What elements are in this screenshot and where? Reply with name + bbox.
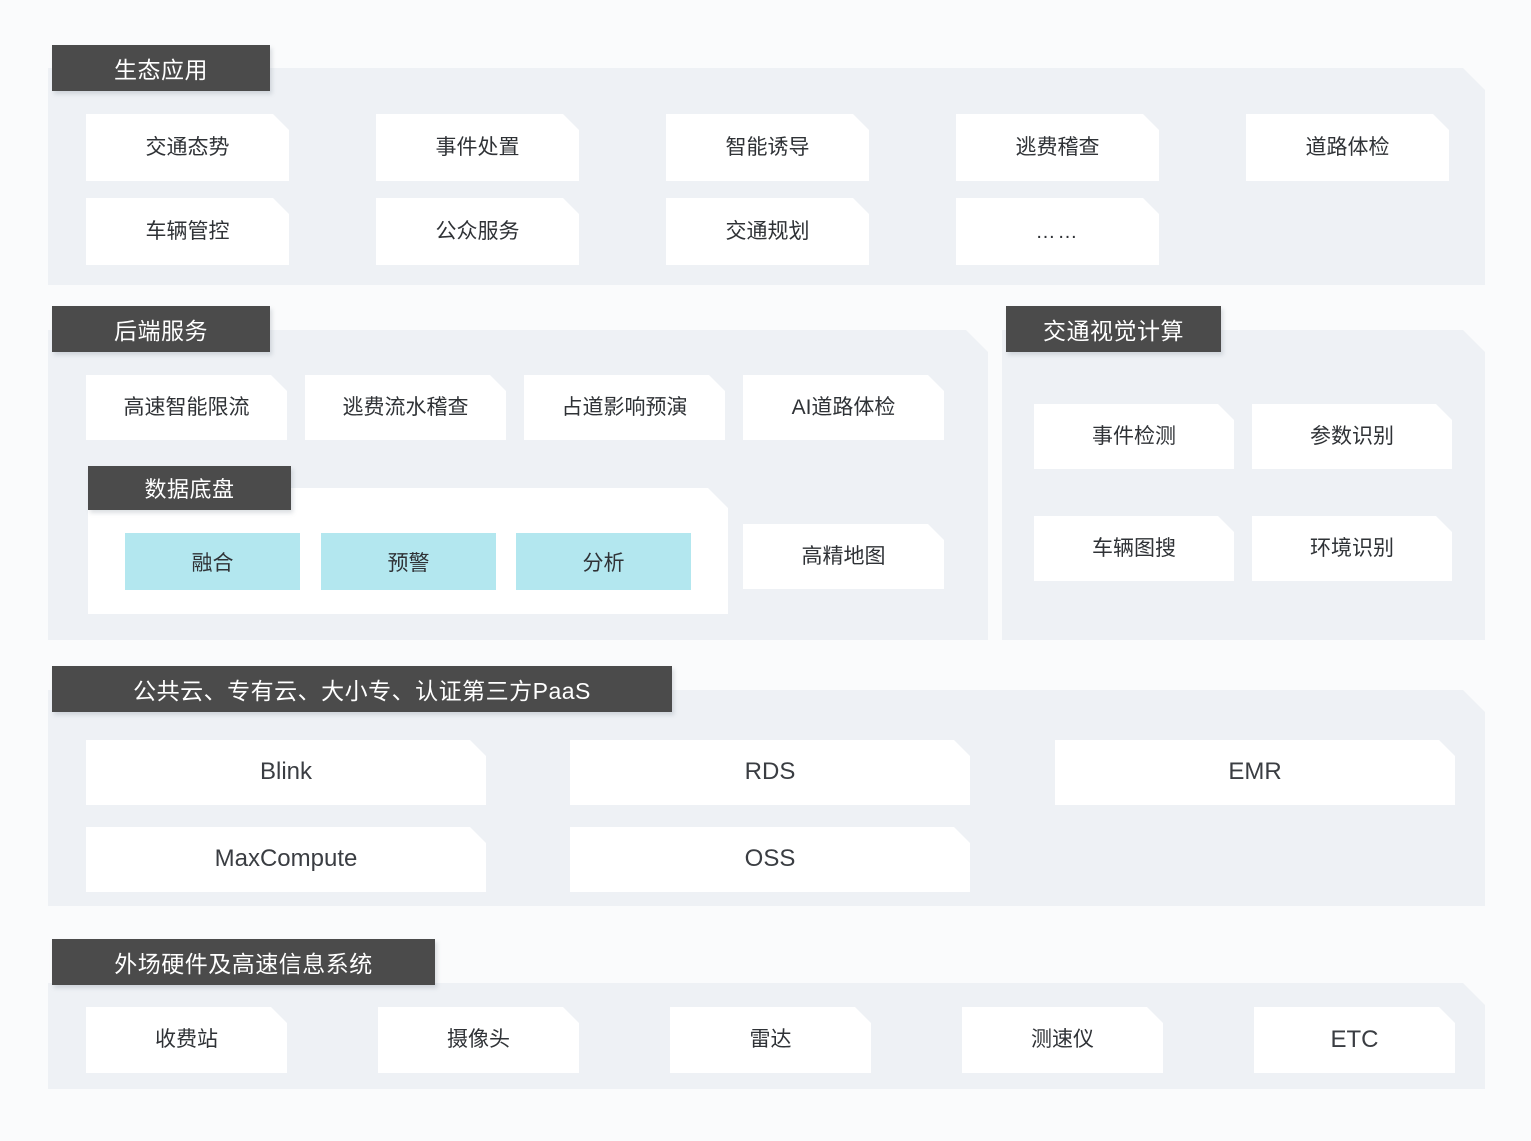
chip-data-platform-2[interactable]: 分析 — [516, 533, 691, 590]
card-label: 参数识别 — [1310, 424, 1394, 448]
card-vision-3[interactable]: 环境识别 — [1252, 516, 1452, 581]
card-backend-3[interactable]: AI道路体检 — [743, 375, 944, 440]
card-vision-2[interactable]: 车辆图搜 — [1034, 516, 1234, 581]
card-field-2[interactable]: 雷达 — [670, 1007, 871, 1073]
card-label: 占道影响预演 — [561, 395, 688, 419]
card-ecosystem-0[interactable]: 交通态势 — [86, 114, 289, 181]
card-label: 公众服务 — [435, 219, 520, 243]
card-label: 事件处置 — [435, 135, 520, 159]
section-title-vision: 交通视觉计算 — [1043, 318, 1184, 344]
card-label: 高速智能限流 — [123, 395, 250, 419]
section-header-ecosystem: 生态应用 — [52, 45, 270, 91]
card-label: MaxCompute — [214, 845, 358, 873]
card-label: 高精地图 — [801, 544, 886, 568]
card-paas-0[interactable]: Blink — [86, 740, 486, 805]
card-ecosystem-5[interactable]: 车辆管控 — [86, 198, 289, 265]
card-label: 事件检测 — [1092, 424, 1176, 448]
section-title-field: 外场硬件及高速信息系统 — [114, 951, 373, 977]
card-backend-high-precision-map[interactable]: 高精地图 — [743, 524, 944, 589]
card-ecosystem-7[interactable]: 交通规划 — [666, 198, 869, 265]
section-title-backend: 后端服务 — [114, 318, 208, 344]
card-field-0[interactable]: 收费站 — [86, 1007, 287, 1073]
chip-data-platform-0[interactable]: 融合 — [125, 533, 300, 590]
section-header-field: 外场硬件及高速信息系统 — [52, 939, 435, 985]
card-label: OSS — [744, 845, 796, 873]
card-ecosystem-8[interactable]: …… — [956, 198, 1159, 265]
card-vision-0[interactable]: 事件检测 — [1034, 404, 1234, 469]
card-field-4[interactable]: ETC — [1254, 1007, 1455, 1073]
card-backend-1[interactable]: 逃费流水稽查 — [305, 375, 506, 440]
card-backend-2[interactable]: 占道影响预演 — [524, 375, 725, 440]
card-label: 测速仪 — [1031, 1028, 1094, 1052]
card-label: RDS — [744, 758, 796, 786]
card-ecosystem-1[interactable]: 事件处置 — [376, 114, 579, 181]
card-field-1[interactable]: 摄像头 — [378, 1007, 579, 1073]
card-label: EMR — [1228, 758, 1282, 786]
section-header-backend: 后端服务 — [52, 306, 270, 352]
card-paas-4[interactable]: OSS — [570, 827, 970, 892]
card-label: 车辆图搜 — [1092, 536, 1176, 560]
card-label: Blink — [259, 758, 313, 786]
section-header-vision: 交通视觉计算 — [1006, 306, 1221, 352]
section-header-data-platform: 数据底盘 — [88, 466, 291, 510]
card-vision-1[interactable]: 参数识别 — [1252, 404, 1452, 469]
card-ecosystem-4[interactable]: 道路体检 — [1246, 114, 1449, 181]
card-label: 智能诱导 — [725, 135, 810, 159]
card-paas-2[interactable]: EMR — [1055, 740, 1455, 805]
section-title-paas: 公共云、专有云、大小专、认证第三方PaaS — [133, 678, 591, 704]
card-label: 摄像头 — [447, 1028, 510, 1052]
card-label: 收费站 — [155, 1028, 218, 1052]
card-label: …… — [1035, 220, 1080, 243]
section-header-paas: 公共云、专有云、大小专、认证第三方PaaS — [52, 666, 672, 712]
card-field-3[interactable]: 测速仪 — [962, 1007, 1163, 1073]
card-label: 雷达 — [749, 1028, 792, 1052]
chip-label: 分析 — [582, 551, 625, 575]
card-label: 逃费流水稽查 — [342, 395, 469, 419]
card-label: 环境识别 — [1310, 536, 1394, 560]
card-ecosystem-3[interactable]: 逃费稽查 — [956, 114, 1159, 181]
card-label: 交通规划 — [725, 219, 810, 243]
chip-label: 融合 — [191, 551, 234, 575]
card-label: ETC — [1330, 1025, 1379, 1053]
panel-vision — [1002, 330, 1485, 640]
card-ecosystem-6[interactable]: 公众服务 — [376, 198, 579, 265]
card-ecosystem-2[interactable]: 智能诱导 — [666, 114, 869, 181]
chip-data-platform-1[interactable]: 预警 — [321, 533, 496, 590]
section-title-data-platform: 数据底盘 — [144, 477, 235, 502]
card-label: AI道路体检 — [791, 395, 896, 419]
card-label: 车辆管控 — [145, 219, 230, 243]
card-label: 逃费稽查 — [1015, 135, 1100, 159]
section-title-ecosystem: 生态应用 — [114, 57, 208, 83]
card-paas-1[interactable]: RDS — [570, 740, 970, 805]
card-label: 道路体检 — [1305, 135, 1390, 159]
card-paas-3[interactable]: MaxCompute — [86, 827, 486, 892]
card-backend-0[interactable]: 高速智能限流 — [86, 375, 287, 440]
card-label: 交通态势 — [145, 135, 230, 159]
chip-label: 预警 — [387, 551, 430, 575]
